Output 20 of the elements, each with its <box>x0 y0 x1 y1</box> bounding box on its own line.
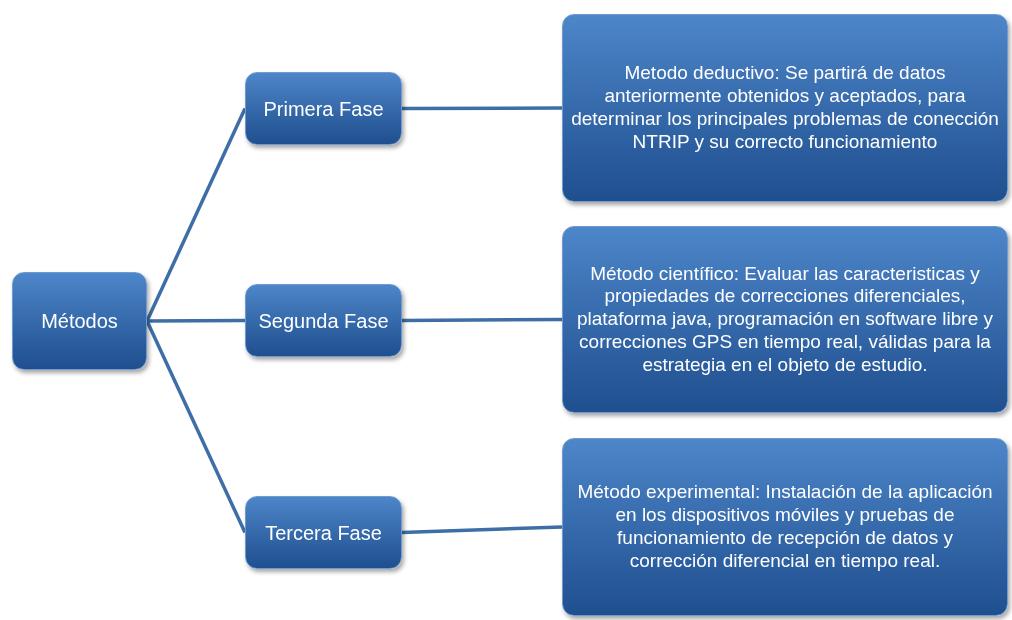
connector-line <box>145 107 247 322</box>
box-text: Método experimental: Instalación de la aplicación en los dispositivos móviles y pruebas de funcionamiento de recepción de datos y corrección diferencial en tiempo real. <box>576 481 994 573</box>
process-box <box>245 72 402 145</box>
connector-line <box>147 318 245 323</box>
box-text: Métodos <box>41 309 118 333</box>
connector-line <box>401 525 563 535</box>
process-box <box>245 496 402 569</box>
box-text: Método científico: Evaluar las caracteristicas y propiedades de correcciones diferenciales, plataforma java, programación en software libre y correcciones GPS en tiempo real, válidas para la estrategia en el objeto de estudio. <box>575 262 995 377</box>
process-box <box>562 438 1008 616</box>
connector-line <box>402 317 562 323</box>
box-text: Metodo deductivo: Se partirá de datos anteriormente obtenidos y aceptados, para determinar los principales problemas de conección NTRIP y su correcto funcionamiento <box>571 62 999 154</box>
process-box <box>562 14 1008 202</box>
box-text: Tercera Fase <box>265 520 382 545</box>
process-box <box>12 272 147 370</box>
box-text: Primera Fase <box>263 96 384 121</box>
box-text: Segunda Fase <box>258 308 389 333</box>
process-box <box>245 284 402 357</box>
connector-line <box>402 106 562 111</box>
process-box <box>562 226 1008 413</box>
connector-line <box>145 320 247 534</box>
